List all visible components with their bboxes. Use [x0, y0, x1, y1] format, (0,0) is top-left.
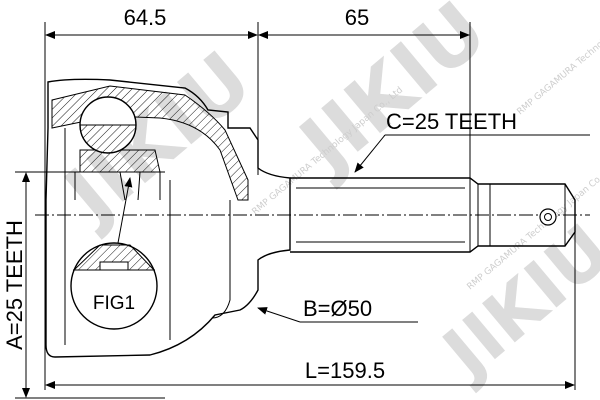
dim-label-spline-c: C=25 TEETH	[386, 109, 517, 134]
fig1-label: FIG1	[93, 293, 135, 314]
callout-spline-c: C=25 TEETH	[354, 109, 590, 173]
watermark: JIKIU JIKIU JIKIU RMP GAGAMURA Technolog…	[46, 0, 600, 396]
callout-b-leader	[257, 307, 301, 323]
watermark-brand-3: JIKIU	[425, 209, 600, 396]
top-dimensions: 64.5 65	[45, 5, 470, 39]
watermark-caption-3: RMP GAGAMURA Technology Japan Co., Ltd	[516, 0, 600, 117]
output-shaft	[290, 177, 576, 253]
dim-label-shaft-length: 65	[345, 5, 369, 30]
dim-total-length: L=159.5	[45, 358, 575, 389]
dim-vertical-a: A=25 TEETH	[2, 172, 30, 398]
cv-ball	[79, 96, 137, 154]
dim-label-boot-length: 64.5	[124, 5, 167, 30]
housing-outline	[45, 78, 291, 358]
dim-label-total-length: L=159.5	[305, 358, 385, 383]
shaft-outline	[290, 177, 576, 253]
callout-c-leader	[354, 134, 386, 173]
fig1-detail: FIG1	[70, 177, 158, 330]
watermark-brand-1: JIKIU	[46, 35, 269, 243]
housing-left-edge	[45, 127, 49, 235]
fig1-leader	[117, 177, 133, 244]
dim-label-abs-b: B=Ø50	[303, 296, 372, 321]
cage-section	[79, 149, 161, 173]
dim-label-spline-a: A=25 TEETH	[2, 220, 27, 350]
callout-abs-b: B=Ø50	[257, 296, 418, 323]
